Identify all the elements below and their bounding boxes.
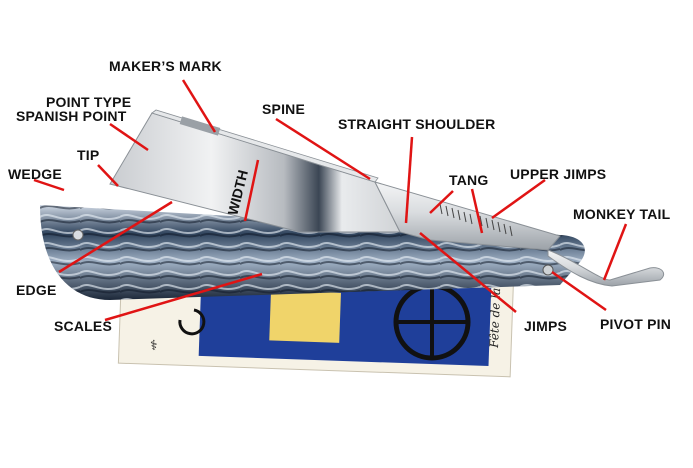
label-tip: TIP bbox=[77, 147, 100, 163]
leader-tang bbox=[429, 190, 454, 214]
label-upper-jimps: UPPER JIMPS bbox=[510, 166, 607, 182]
label-straight-shoulder: STRAIGHT SHOULDER bbox=[338, 116, 496, 132]
leader-tang-2 bbox=[470, 188, 484, 234]
label-spine: SPINE bbox=[262, 101, 306, 117]
monkey-tail bbox=[547, 249, 665, 287]
upper-jimps-grooves bbox=[439, 203, 513, 237]
pivot-pin-head bbox=[542, 264, 554, 276]
leader-scales bbox=[104, 272, 263, 322]
card-window bbox=[269, 290, 341, 343]
label-scales: SCALES bbox=[54, 318, 112, 334]
label-makers-mark: MAKER’S MARK bbox=[109, 58, 222, 74]
leader-spine bbox=[275, 117, 371, 181]
leader-monkey-tail bbox=[602, 223, 628, 281]
label-tang: TANG bbox=[449, 172, 489, 188]
leader-point-type bbox=[109, 122, 149, 152]
leader-width bbox=[243, 159, 260, 222]
card-moon bbox=[178, 308, 206, 336]
label-pivot-pin: PIVOT PIN bbox=[600, 316, 672, 332]
leader-pivot-pin bbox=[551, 270, 607, 312]
card-glyph: ⚕ bbox=[150, 338, 158, 354]
makers-mark-engraving bbox=[179, 116, 221, 136]
leader-upper-jimps bbox=[491, 178, 546, 220]
leader-edge bbox=[58, 200, 173, 274]
label-spanish-point: SPANISH POINT bbox=[16, 108, 127, 124]
label-wedge: WEDGE bbox=[8, 166, 62, 182]
leader-jimps bbox=[419, 232, 517, 313]
label-point-type: POINT TYPE bbox=[46, 94, 132, 110]
leader-makers-mark bbox=[181, 79, 217, 133]
label-monkey-tail: MONKEY TAIL bbox=[573, 206, 671, 222]
leader-wedge bbox=[33, 178, 65, 192]
label-edge: EDGE bbox=[16, 282, 57, 298]
leader-straight-shoulder bbox=[404, 136, 414, 224]
label-jimps: JIMPS bbox=[524, 318, 568, 334]
leader-lines bbox=[33, 79, 628, 322]
scales-pin bbox=[72, 229, 84, 241]
leader-tip bbox=[97, 164, 119, 187]
